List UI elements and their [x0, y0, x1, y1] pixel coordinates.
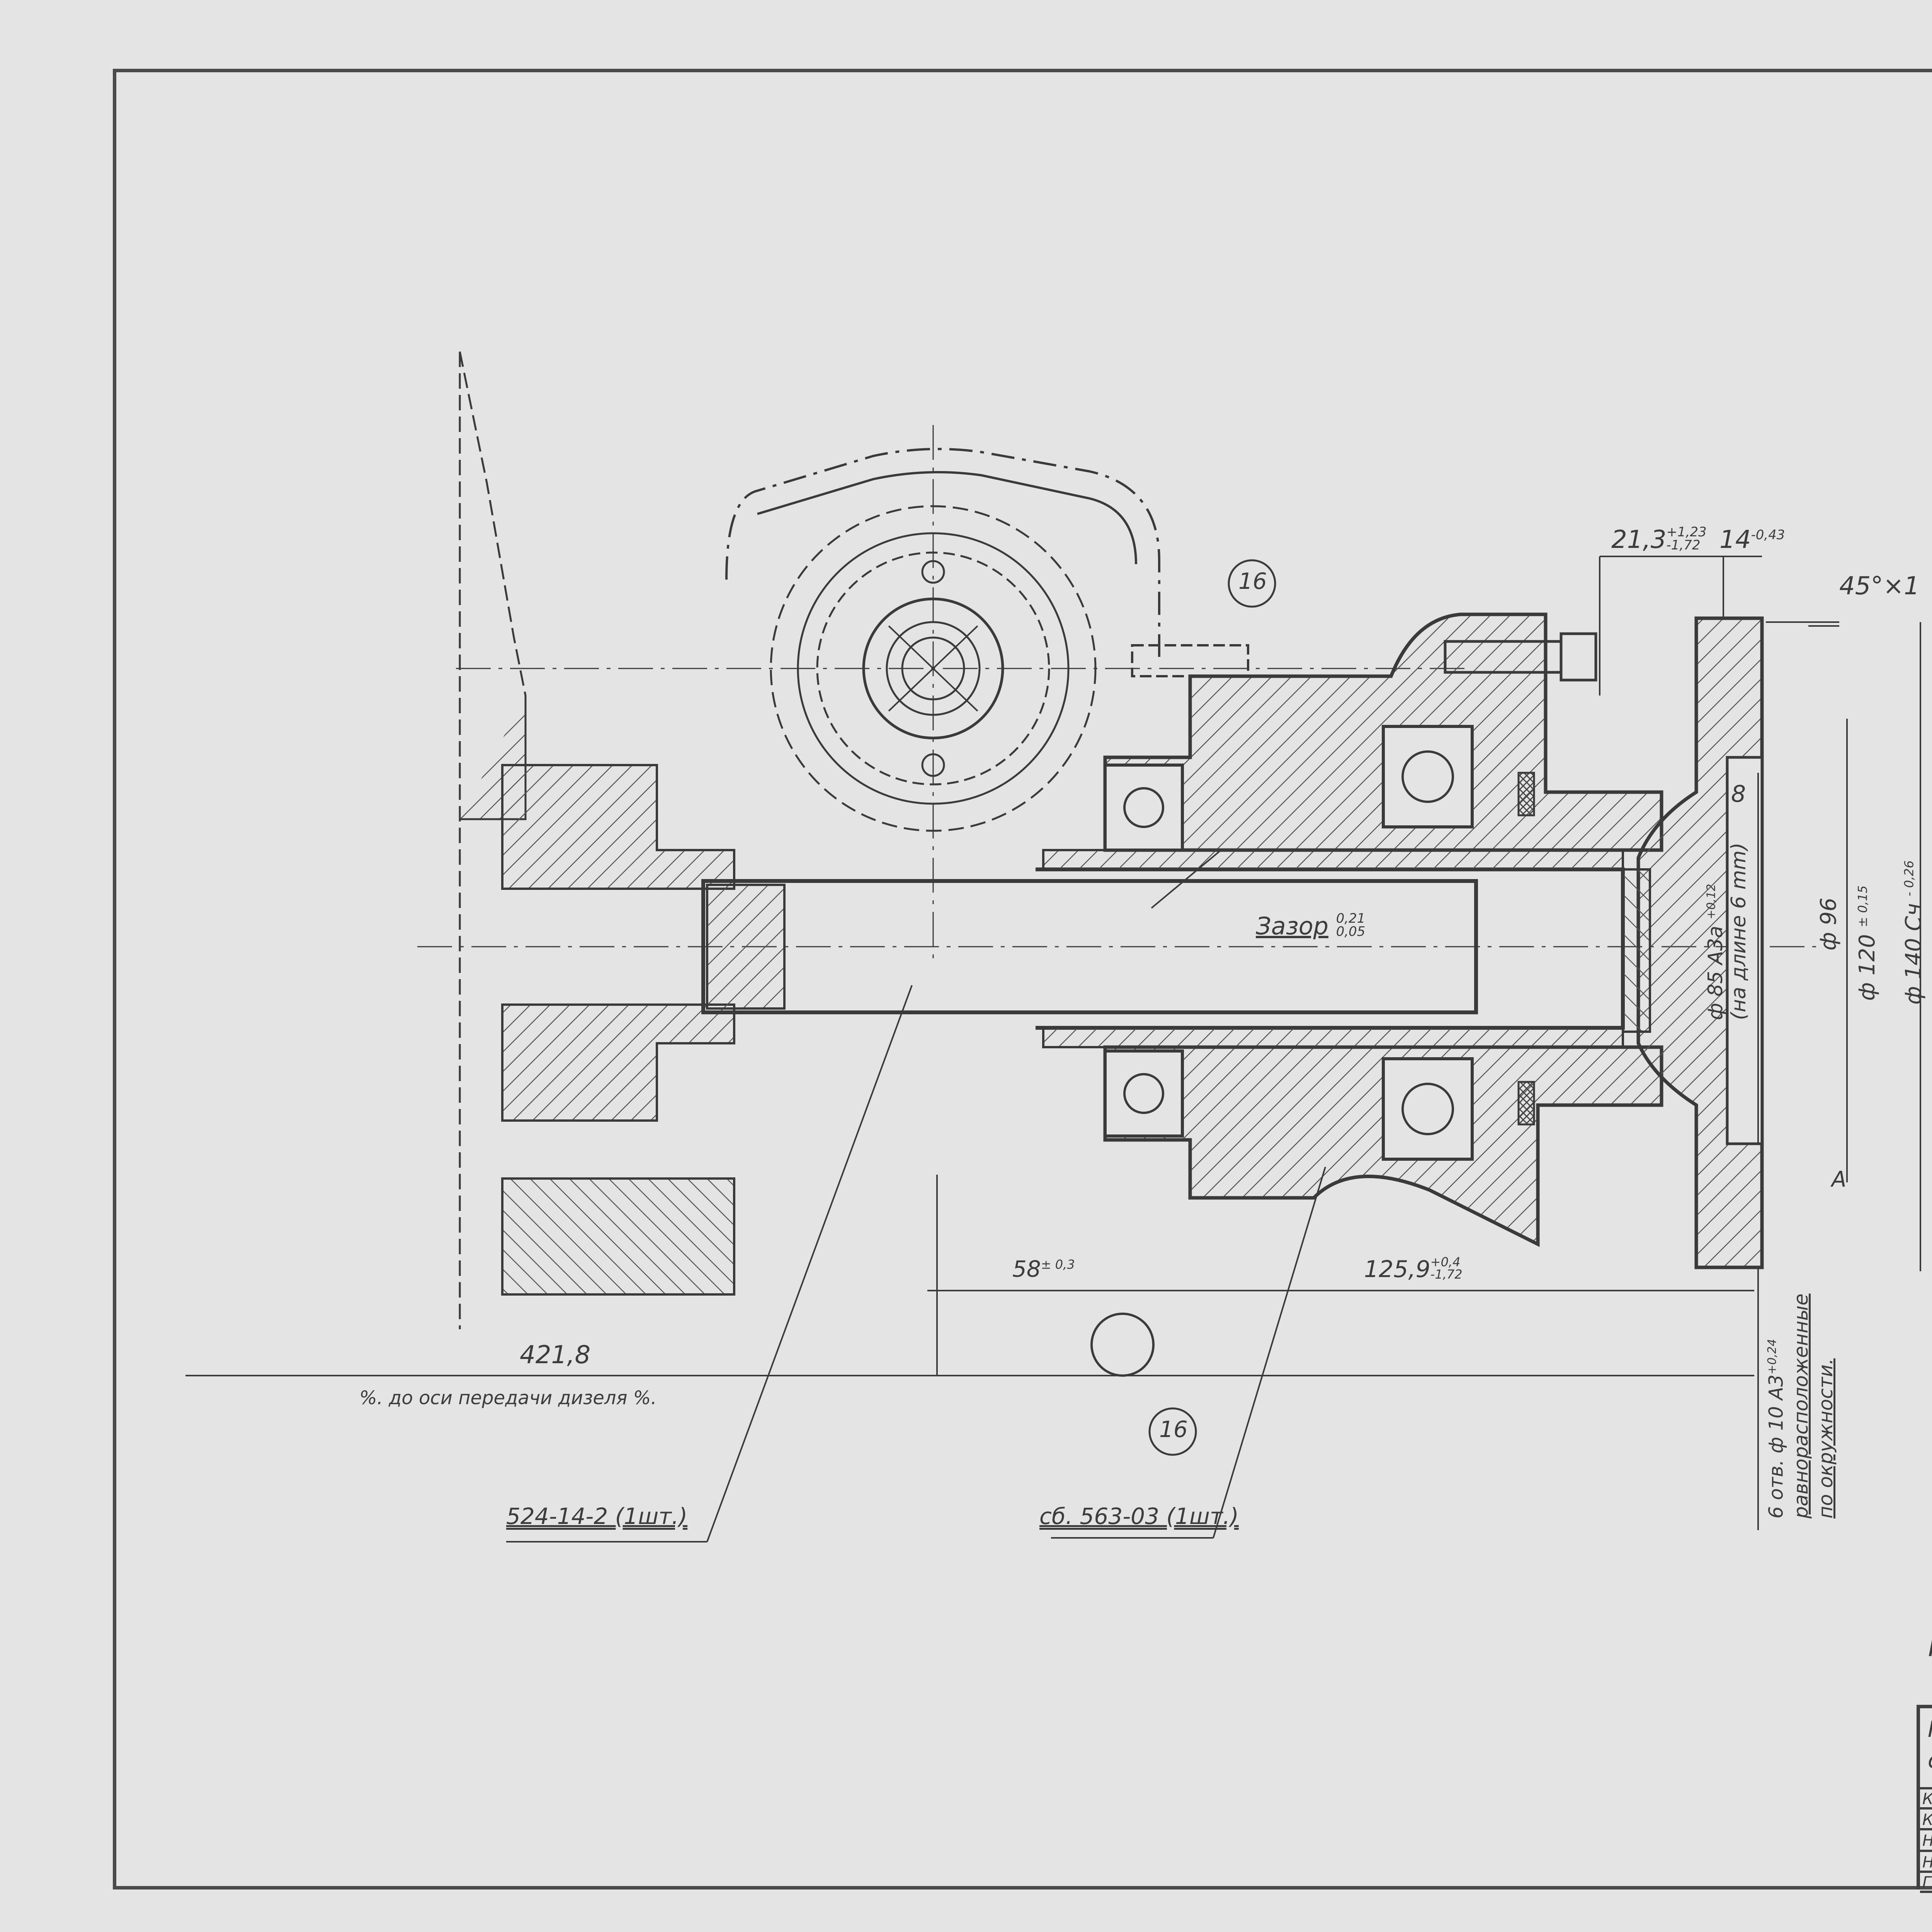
- tb-role: Гл. инж.: [1922, 1874, 1932, 1891]
- dim-phi-140: ф 140 Сч - 0,26: [1901, 861, 1926, 1005]
- tb-role: Н-к т.о.: [1922, 1854, 1932, 1871]
- tb-role: Н-к к.б.: [1922, 1832, 1932, 1850]
- holes-note: 6 отв. ф 10 А3+0,24 равнорасположенные п…: [1760, 1294, 1838, 1519]
- axis-note: %. до оси передачи дизеля %.: [359, 1387, 657, 1409]
- dim-14-lower: -0,43: [1751, 527, 1785, 543]
- phi-120-tol: ± 0,15: [1855, 885, 1870, 927]
- phi-140-tol: - 0,26: [1901, 860, 1917, 896]
- mark-a: А: [1832, 1167, 1847, 1192]
- phi-85-tol: +0,12: [1704, 884, 1718, 920]
- holes-line1: 6 отв. ф 10 А3: [1765, 1374, 1787, 1519]
- dim-phi-85: ф 85 А3а +0,12 (на длине 6 mm): [1704, 843, 1750, 1020]
- tb-role-row: Н-к т.о.: [1920, 1852, 1932, 1873]
- tb-object-line1: М/П бот д/Мурмана.: [1928, 1716, 1932, 1742]
- tb-role: Констр.: [1922, 1811, 1932, 1829]
- drawing-geometry: [185, 351, 1921, 1543]
- tb-role: Копиров.: [1922, 1790, 1932, 1808]
- dim-58-tol: ± 0,3: [1041, 1257, 1075, 1272]
- tb-role-row: Гл. инж.: [1920, 1873, 1932, 1893]
- tb-role-row: Констр.: [1920, 1810, 1932, 1830]
- position-mark-lower: 16: [1159, 1416, 1188, 1442]
- chamfer-label: 45°×1: [1839, 572, 1920, 600]
- dim-1259-upper: +0,4: [1430, 1255, 1461, 1269]
- holes-tol: +0,24: [1765, 1339, 1779, 1375]
- tb-role-row: Копиров.: [1920, 1789, 1932, 1810]
- phi-85-value: ф 85 А3а: [1704, 925, 1727, 1020]
- dim-phi-120: ф 120 ± 0,15: [1855, 885, 1880, 1001]
- dim-14-value: 14: [1719, 526, 1751, 554]
- dim-58-value: 58: [1012, 1256, 1041, 1282]
- dim-1259: 125,9+0,4-1,72: [1364, 1256, 1463, 1283]
- dim-213-upper: +1,23: [1666, 524, 1707, 540]
- dim-14: 14-0,43: [1719, 526, 1785, 554]
- tb-object-line2: с двигат. 3-Д-6.: [1928, 1747, 1932, 1773]
- dim-213-value: 21,3: [1611, 526, 1667, 554]
- dim-213-lower: -1,72: [1666, 537, 1701, 553]
- holes-line3: по окружности.: [1814, 1358, 1837, 1519]
- phi-120-value: ф 120: [1855, 934, 1880, 1001]
- gap-upper: 0,21: [1336, 911, 1366, 926]
- gap-lower: 0,05: [1336, 924, 1366, 939]
- title-block: М/П бот д/Мурмана. с двигат. 3-Д-6. Вал …: [1917, 1705, 1932, 1893]
- dim-phi-96: ф 96: [1816, 898, 1841, 951]
- dim-1259-lower: -1,72: [1430, 1267, 1463, 1282]
- phi-85-note: (на длине 6 mm): [1727, 842, 1750, 1020]
- drawing-frame: [113, 69, 1932, 1889]
- tb-role-row: Н-к к.б.: [1920, 1830, 1932, 1852]
- tb-object-cell: М/П бот д/Мурмана. с двигат. 3-Д-6.: [1920, 1708, 1932, 1789]
- gap-text: Зазор: [1256, 912, 1328, 940]
- callout-part-1: 524-14-2 (1шт.): [506, 1503, 688, 1529]
- phi-140-value: ф 140 Сч: [1901, 903, 1926, 1005]
- copy-note: Копия снята с черт. завода 77 м.тр.м. № …: [1928, 1633, 1932, 1662]
- dim-58: 58± 0,3: [1012, 1256, 1075, 1282]
- dim-213: 21,3+1,23-1,72: [1611, 526, 1707, 554]
- position-mark-upper: 16: [1238, 568, 1267, 594]
- dim-8: 8: [1731, 781, 1746, 808]
- holes-line2: равнорасположенные: [1789, 1293, 1812, 1519]
- dim-4218: 421,8: [520, 1341, 591, 1369]
- dim-1259-value: 125,9: [1364, 1256, 1430, 1283]
- callout-part-2: сб. 563-03 (1шт.): [1039, 1503, 1239, 1529]
